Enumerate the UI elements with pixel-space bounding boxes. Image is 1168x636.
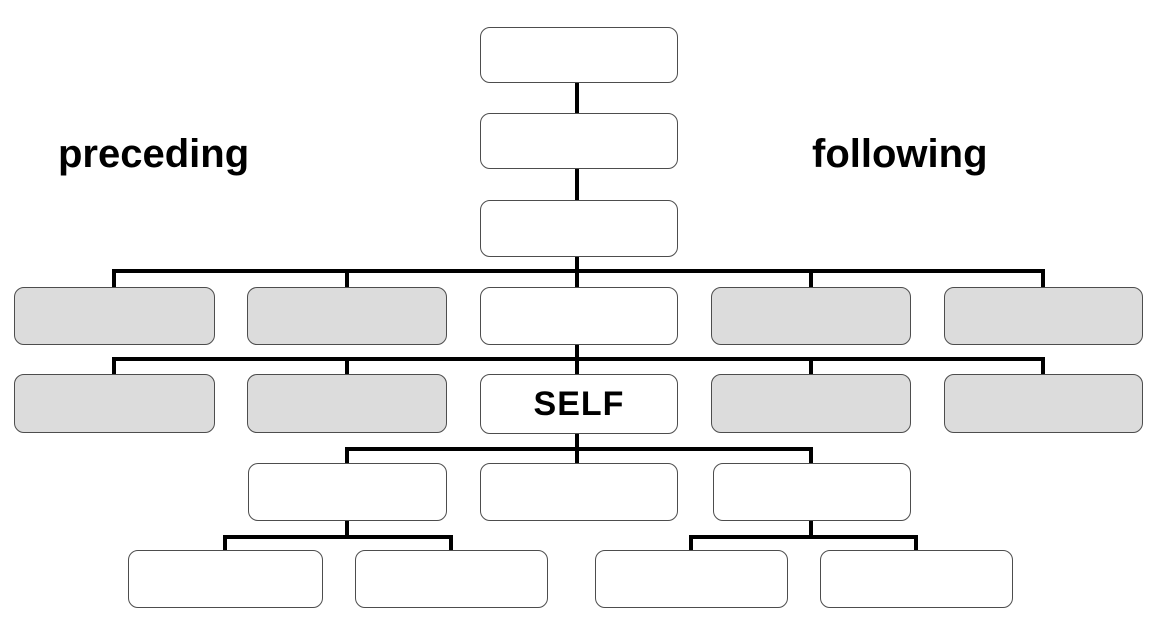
connector-v-row5-drop-4	[1041, 357, 1045, 374]
tree-node-child-2	[480, 463, 678, 521]
connector-v-grandchild-drop-3	[689, 535, 693, 550]
tree-node-grandchild-1	[128, 550, 323, 608]
connector-v-row4-drop-2	[345, 269, 349, 287]
tree-node-preceding-sibling-2	[247, 374, 447, 433]
tree-node-following-upper-1	[711, 287, 911, 345]
connector-h-grandchildren-left	[223, 535, 453, 539]
tree-node-ancestor-1	[480, 27, 678, 83]
connector-v-row5-drop-2	[345, 357, 349, 374]
axis-label-following: following	[812, 132, 988, 176]
connector-v-ancestor-2-3	[575, 168, 579, 201]
connector-h-row4-bus	[112, 269, 1045, 273]
connector-v-row4-drop-4	[1041, 269, 1045, 287]
connector-h-row5-bus	[112, 357, 1045, 361]
connector-v-ancestor-1-2	[575, 83, 579, 113]
tree-node-preceding-upper-2	[247, 287, 447, 345]
connector-v-row5-drop-3	[809, 357, 813, 374]
tree-node-following-sibling-1	[711, 374, 911, 433]
connector-v-row5-drop-1	[112, 357, 116, 374]
tree-node-grandchild-4	[820, 550, 1013, 608]
tree-node-grandchild-2	[355, 550, 548, 608]
connector-v-row4-drop-3	[809, 269, 813, 287]
connector-h-children-bus	[345, 447, 813, 451]
tree-node-following-sibling-2	[944, 374, 1143, 433]
connector-v-child-left-stub	[345, 521, 349, 535]
tree-node-parent	[480, 287, 678, 345]
connector-v-child-left-drop	[345, 447, 349, 463]
axis-label-preceding: preceding	[58, 132, 250, 176]
connector-v-grandchild-drop-1	[223, 535, 227, 550]
tree-node-self: SELF	[480, 374, 678, 434]
connector-v-row4-drop-1	[112, 269, 116, 287]
connector-h-grandchildren-right	[689, 535, 918, 539]
tree-node-preceding-upper-1	[14, 287, 215, 345]
connector-v-child-right-stub	[809, 521, 813, 535]
tree-node-child-1	[248, 463, 447, 521]
tree-node-child-3	[713, 463, 911, 521]
connector-v-grandchild-drop-4	[914, 535, 918, 550]
connector-v-grandchild-drop-2	[449, 535, 453, 550]
tree-node-following-upper-2	[944, 287, 1143, 345]
tree-node-ancestor-2	[480, 113, 678, 169]
tree-node-preceding-sibling-1	[14, 374, 215, 433]
tree-node-ancestor-3	[480, 200, 678, 257]
connector-v-child-right-drop	[809, 447, 813, 463]
tree-node-grandchild-3	[595, 550, 788, 608]
